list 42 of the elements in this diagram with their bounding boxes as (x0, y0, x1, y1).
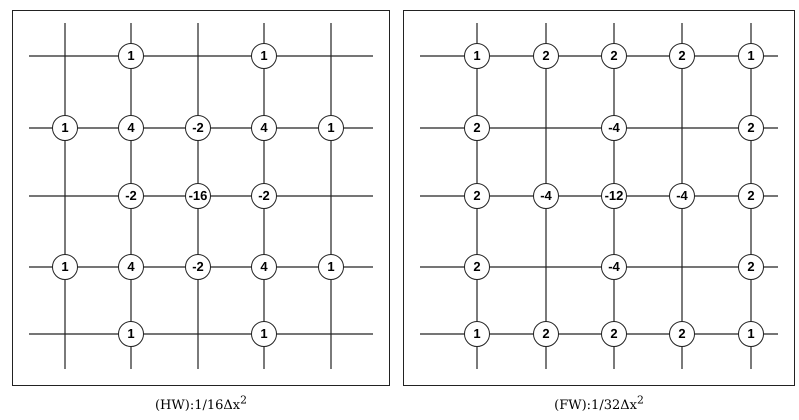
weight-circle: 1 (738, 321, 764, 347)
weight-circle: 1 (52, 115, 78, 141)
weight-circle: 1 (251, 321, 277, 347)
weight-circle: 2 (533, 43, 559, 69)
weight-circle: 2 (601, 43, 627, 69)
panel-caption: (HW):1/16Δx$^{2}$ (154, 398, 248, 414)
weight-circle: 4 (251, 115, 277, 141)
weight-circle: 4 (118, 254, 144, 280)
weight-circle: 1 (464, 43, 490, 69)
panel-frame (403, 10, 795, 386)
weight-circle: -4 (601, 254, 627, 280)
weight-circle: 2 (738, 254, 764, 280)
weight-circle: -12 (601, 183, 627, 209)
weight-circle: 2 (669, 43, 695, 69)
weight-circle: 2 (464, 115, 490, 141)
weight-circle: 4 (251, 254, 277, 280)
weight-circle: -2 (185, 115, 211, 141)
panel-caption: (FW):1/32Δx$^{2}$ (554, 398, 644, 414)
weight-circle: -4 (669, 183, 695, 209)
weight-circle: -16 (185, 183, 211, 209)
weight-circle: 2 (738, 183, 764, 209)
weight-circle: -2 (185, 254, 211, 280)
weight-circle: 2 (464, 183, 490, 209)
weight-circle: 1 (738, 43, 764, 69)
weight-circle: -4 (533, 183, 559, 209)
weight-circle: -2 (118, 183, 144, 209)
weight-circle: 1 (118, 43, 144, 69)
weight-circle: 2 (669, 321, 695, 347)
weight-circle: 4 (118, 115, 144, 141)
weight-circle: 1 (318, 115, 344, 141)
weight-circle: 2 (601, 321, 627, 347)
weight-circle: 1 (52, 254, 78, 280)
weight-circle: 2 (533, 321, 559, 347)
weight-circle: 2 (464, 254, 490, 280)
weight-circle: -4 (601, 115, 627, 141)
weight-circle: 1 (318, 254, 344, 280)
weight-circle: 1 (118, 321, 144, 347)
panel-frame (12, 10, 390, 386)
weight-circle: 1 (464, 321, 490, 347)
weight-circle: 2 (738, 115, 764, 141)
weight-circle: -2 (251, 183, 277, 209)
weight-circle: 1 (251, 43, 277, 69)
